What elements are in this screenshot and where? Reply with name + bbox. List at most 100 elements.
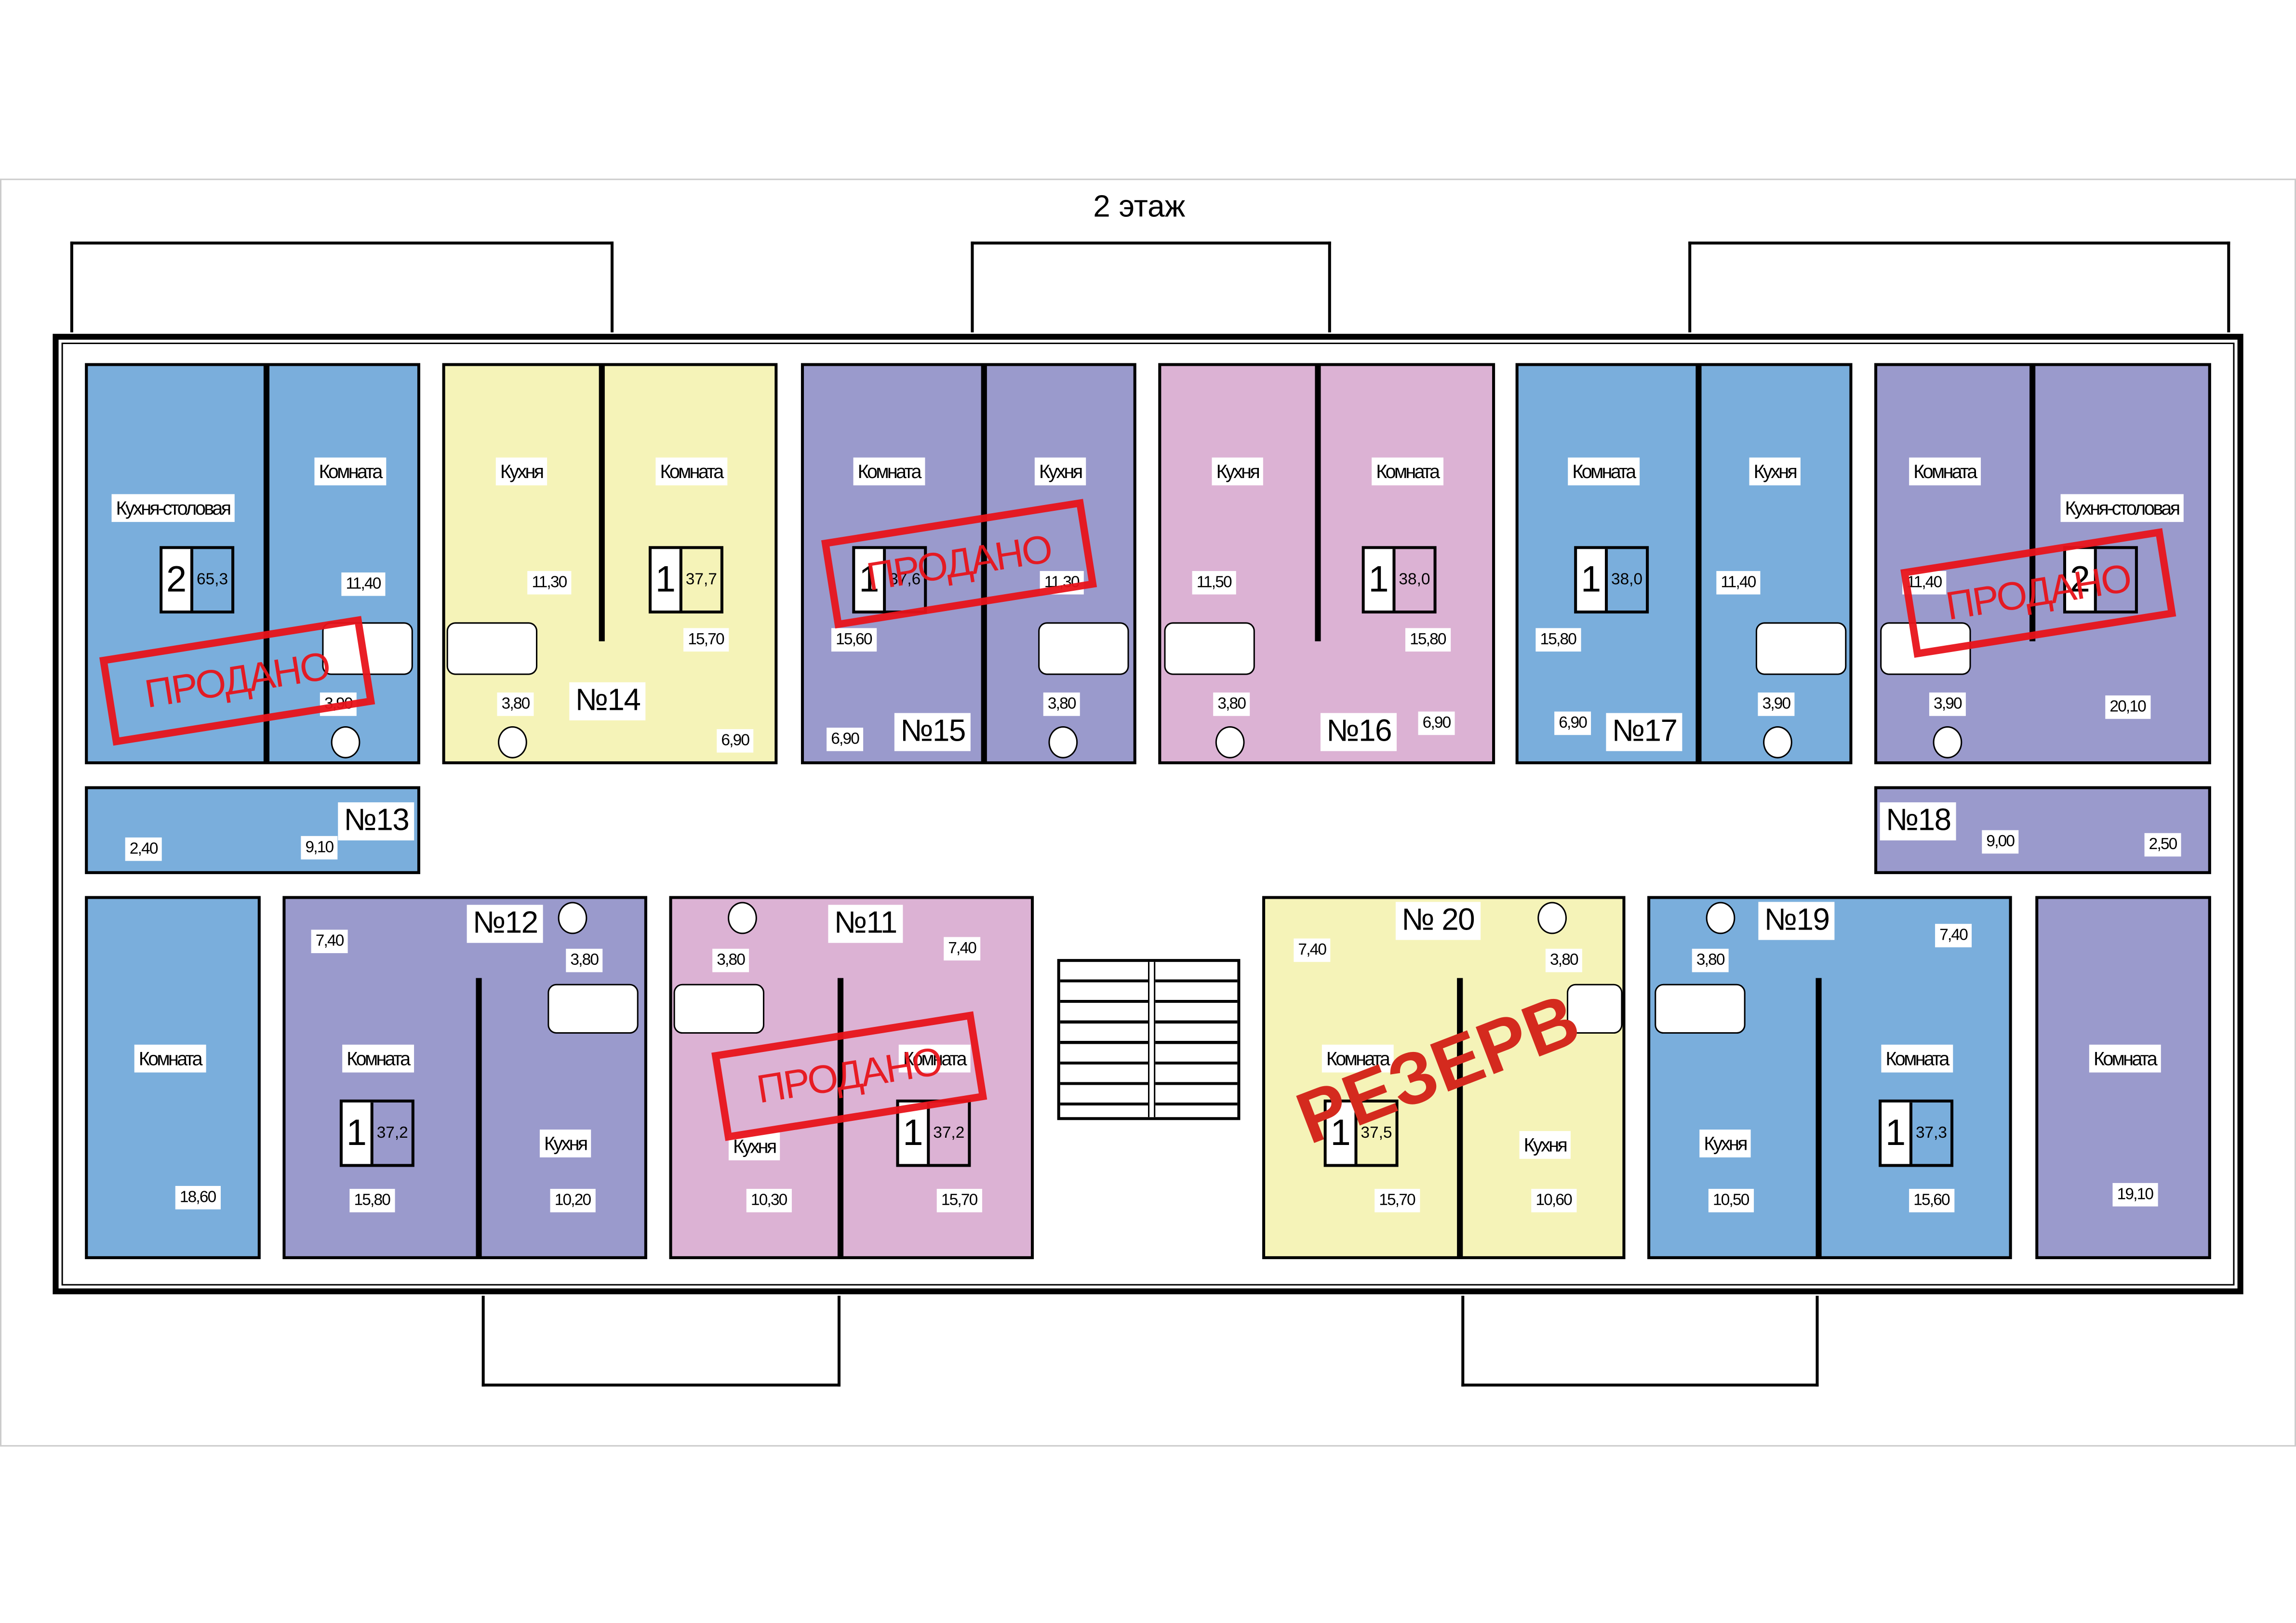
bathtub-icon xyxy=(322,622,413,675)
apartment-number: №12 xyxy=(467,905,544,943)
bathtub-icon xyxy=(547,984,639,1034)
room-area-label: 10,60 xyxy=(1531,1189,1576,1212)
partition-wall xyxy=(476,978,482,1259)
apartment-number: №13 xyxy=(338,802,415,840)
staircase xyxy=(1057,959,1241,1120)
room-count: 2 xyxy=(2066,549,2097,611)
room-name-label: Кухня xyxy=(495,457,547,486)
room-name-label: Комната xyxy=(1322,1044,1393,1073)
room-area-label: 3,90 xyxy=(1929,692,1966,716)
apartment-number: №19 xyxy=(1758,902,1835,940)
room-name-label: Кухня xyxy=(1034,457,1086,486)
total-area: 37,2 xyxy=(376,1124,408,1142)
total-area: 37,5 xyxy=(1361,1124,1392,1142)
toilet-icon xyxy=(1763,726,1792,758)
room-area-label: 9,10 xyxy=(301,836,338,860)
room-count: 1 xyxy=(899,1102,930,1164)
room-area-label: 3,80 xyxy=(1043,692,1080,716)
room-area-label: 3,90 xyxy=(320,692,357,716)
partition-wall xyxy=(263,363,270,764)
room-area-label: 6,90 xyxy=(827,728,864,751)
room-area-label: 11,40 xyxy=(341,572,385,596)
apartment-number: №14 xyxy=(569,682,646,720)
room-area-label: 20,10 xyxy=(2105,695,2150,719)
apartment-number: №16 xyxy=(1320,713,1398,751)
room-name-label: Кухня xyxy=(1212,457,1263,486)
balcony xyxy=(971,241,1331,333)
room-area-label: 15,80 xyxy=(1405,628,1450,652)
toilet-icon xyxy=(331,726,360,758)
room-area-label: 3,80 xyxy=(1692,948,1729,972)
balcony xyxy=(1461,1295,1819,1387)
room-name-label: Комната xyxy=(342,1044,414,1073)
room-name-label: Комната xyxy=(1881,1044,1952,1073)
apartment-number: №17 xyxy=(1606,713,1683,751)
room-area-label: 3,90 xyxy=(1758,692,1795,716)
room-area-label: 15,80 xyxy=(1535,628,1581,652)
room-count: 1 xyxy=(342,1102,374,1164)
partition-wall xyxy=(837,978,844,1259)
room-name-label: Комната xyxy=(1372,457,1443,486)
room-area-label: 18,60 xyxy=(175,1186,220,1210)
apartment-number: №15 xyxy=(894,713,971,751)
apartment-number: №18 xyxy=(1880,802,1957,840)
total-area: 38,0 xyxy=(1399,571,1430,589)
balcony xyxy=(70,241,614,333)
bathtub-icon xyxy=(1755,622,1847,675)
partition-wall xyxy=(981,363,987,764)
room-area-label: 3,80 xyxy=(497,692,534,716)
room-name-label: Кухня xyxy=(539,1130,591,1157)
room-area-label: 15,70 xyxy=(683,628,728,652)
bathtub-icon xyxy=(446,622,538,675)
bathtub-icon xyxy=(1880,622,1971,675)
room-area-label: 15,80 xyxy=(349,1189,395,1212)
room-name-label: Комната xyxy=(1909,457,1980,486)
total-area: 37,3 xyxy=(1915,1124,1948,1142)
room-count: 1 xyxy=(855,549,886,611)
room-area-label: 7,40 xyxy=(944,937,981,961)
room-name-label: Кухня xyxy=(1749,457,1801,486)
apartment-16-area[interactable] xyxy=(1158,363,1495,764)
total-area: 37,7 xyxy=(685,571,717,589)
total-area: 37,2 xyxy=(933,1124,965,1142)
room-name-label: Комната xyxy=(134,1044,206,1073)
room-name-label: Кухня xyxy=(1699,1130,1750,1157)
room-area-label: 11,40 xyxy=(1902,571,1946,595)
partition-wall xyxy=(1457,978,1463,1259)
room-count: 1 xyxy=(652,549,682,611)
room-area-label: 3,80 xyxy=(1213,692,1250,716)
building-outline xyxy=(53,333,2243,1294)
room-area-label: 3,80 xyxy=(712,948,749,972)
partition-wall xyxy=(1315,363,1321,641)
room-count: 2 xyxy=(162,549,194,611)
room-area-label: 10,30 xyxy=(746,1189,791,1212)
room-area-label: 11,30 xyxy=(1040,571,1083,595)
apartment-13-area[interactable] xyxy=(85,896,261,1259)
room-area-label: 15,60 xyxy=(1909,1189,1954,1212)
room-area-label: 7,40 xyxy=(1935,924,1972,947)
room-count: 1 xyxy=(1326,1102,1358,1164)
apartment-17-area[interactable] xyxy=(1515,363,1853,764)
room-name-label: Комната xyxy=(1568,457,1639,486)
toilet-icon xyxy=(558,902,587,934)
bathtub-icon xyxy=(1038,622,1129,675)
apartment-13-area[interactable] xyxy=(85,363,420,764)
total-area: 38,0 xyxy=(1611,571,1643,589)
room-name-label: Комната xyxy=(853,457,924,486)
toilet-icon xyxy=(1537,902,1567,934)
room-area-label: 15,70 xyxy=(936,1189,982,1212)
room-count: 1 xyxy=(1364,549,1396,611)
room-area-label: 6,90 xyxy=(717,729,754,753)
partition-wall xyxy=(2029,363,2036,641)
room-area-label: 15,60 xyxy=(831,628,876,652)
room-area-label: 6,90 xyxy=(1418,711,1455,735)
room-area-label: 6,90 xyxy=(1554,711,1591,735)
room-area-label: 19,10 xyxy=(2112,1183,2158,1207)
